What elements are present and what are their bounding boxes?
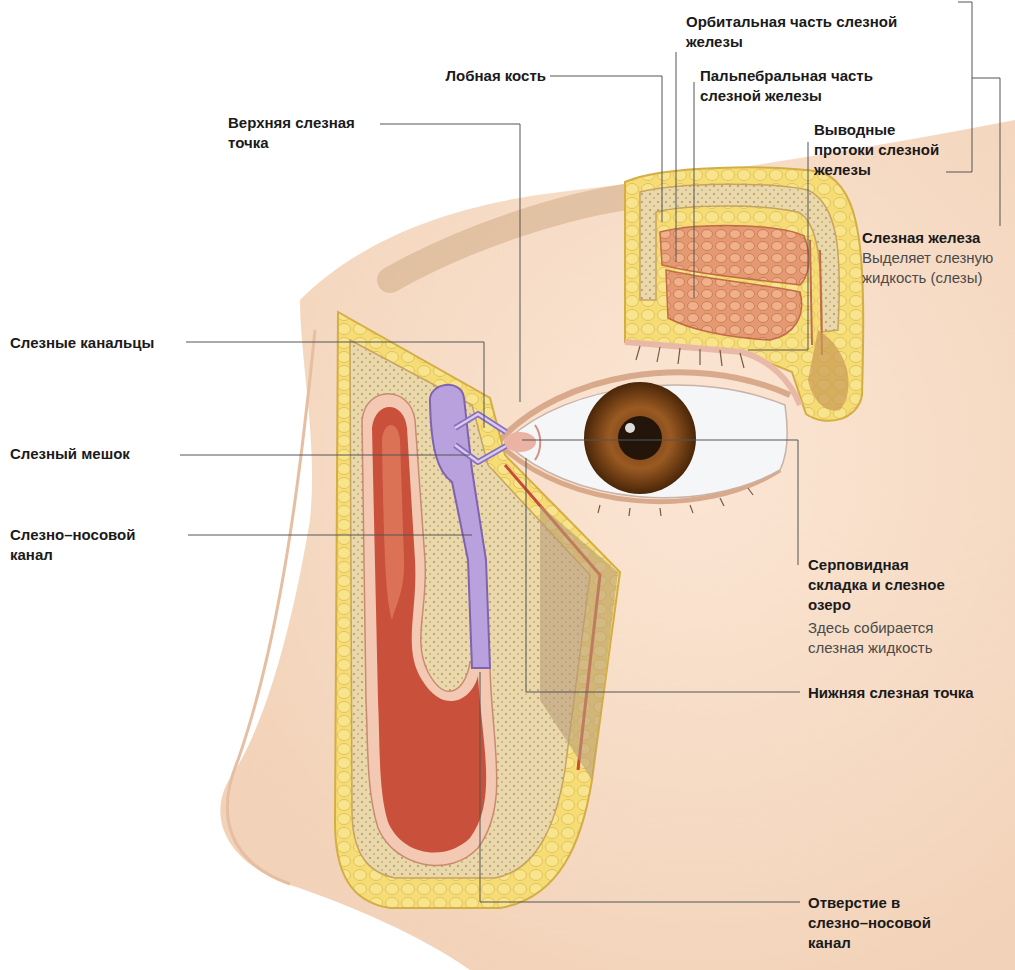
eye-highlight	[625, 423, 635, 433]
pupil	[618, 416, 662, 460]
part-label: Орбитальная часть слезной железы	[686, 12, 926, 52]
leader-line	[188, 535, 472, 536]
lash	[629, 508, 630, 516]
note-text: Здесь собирается слезная жидкость	[808, 618, 958, 658]
lacrimal-caruncle	[504, 432, 536, 452]
orbital-section-fat	[625, 167, 863, 420]
lash	[720, 498, 724, 506]
nasal-section-fat	[335, 312, 620, 908]
lash	[598, 505, 600, 513]
nose-outline	[227, 330, 315, 884]
lash	[690, 505, 693, 513]
leader-line	[186, 342, 484, 428]
part-label: Нижняя слезная точка	[808, 683, 1008, 703]
part-label: Слезная железа	[862, 228, 1012, 248]
section-cut-face	[540, 505, 618, 780]
part-label: Верхняя слезная точка	[228, 113, 388, 153]
part-label: Лобная кость	[420, 66, 546, 86]
upper-lashes	[636, 346, 744, 368]
lash	[636, 346, 640, 360]
note-text: Выделяет слезную жидкость (слезы)	[862, 248, 1012, 288]
semilunar-fold	[535, 425, 540, 460]
bracket	[946, 2, 972, 172]
lash	[740, 353, 744, 368]
palpebral-gland-part	[666, 270, 802, 340]
leader-line	[748, 142, 808, 350]
part-label: Пальпебральная часть слезной железы	[700, 66, 890, 106]
lash	[660, 508, 661, 516]
leader-line	[480, 672, 800, 902]
face-skin	[220, 120, 1015, 970]
lash	[657, 347, 660, 362]
iris	[584, 382, 696, 494]
leader-line	[526, 458, 800, 692]
leader-line	[550, 76, 662, 222]
nasal-cavity-highlight	[382, 425, 404, 620]
eyelid-conjunctiva	[625, 342, 800, 405]
lash	[748, 488, 753, 495]
leader-line	[180, 455, 470, 456]
part-label: Слезный мешок	[10, 444, 180, 464]
part-label: Слезные канальцы	[10, 333, 185, 353]
eyebrow	[390, 195, 640, 280]
lash	[699, 349, 700, 365]
leader-lines	[180, 2, 1000, 902]
part-label: Выводные протоки слезной железы	[814, 120, 946, 180]
lower-lashes	[598, 488, 753, 516]
orbital-fold	[808, 330, 849, 411]
lash	[678, 348, 680, 364]
leader-line	[380, 124, 520, 402]
part-label: Отверстие в слезно–носовой канал	[808, 893, 958, 953]
part-label: Серповидная складка и слезное озеро	[808, 555, 968, 615]
leader-line	[522, 440, 798, 565]
leader-line	[676, 52, 677, 262]
part-label: Слезно–носовой канал	[10, 525, 150, 565]
bracket	[972, 78, 1000, 226]
leader-line	[694, 82, 695, 298]
lash	[720, 350, 722, 366]
